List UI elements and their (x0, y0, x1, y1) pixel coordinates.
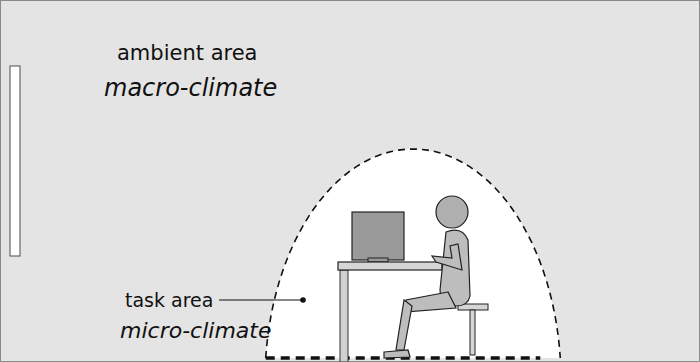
person-torso (440, 230, 470, 306)
area-heading: ambient area (117, 41, 257, 65)
computer-monitor (352, 212, 404, 260)
zone-floor-edge (266, 356, 541, 360)
person-arm (432, 244, 462, 270)
chair-seat (458, 304, 488, 310)
person-head (436, 196, 468, 228)
person-foot (384, 350, 410, 358)
area-heading: task area (125, 289, 213, 311)
zone-fill (266, 149, 561, 358)
chair-leg (470, 310, 475, 355)
person-thigh (404, 292, 456, 312)
zone-outline (263, 146, 563, 362)
person-shin (396, 300, 412, 350)
climate-label: micro-climate (120, 318, 271, 343)
monitor-base (368, 258, 388, 262)
leader-dot (300, 297, 306, 303)
desk-leg (340, 270, 348, 362)
zone-boundary (266, 149, 561, 358)
window-symbol (10, 66, 20, 256)
desk-top (338, 262, 442, 270)
climate-label: macro-climate (104, 74, 277, 102)
leader-line (219, 299, 303, 300)
task-zone: task areamicro-climate (263, 146, 563, 362)
